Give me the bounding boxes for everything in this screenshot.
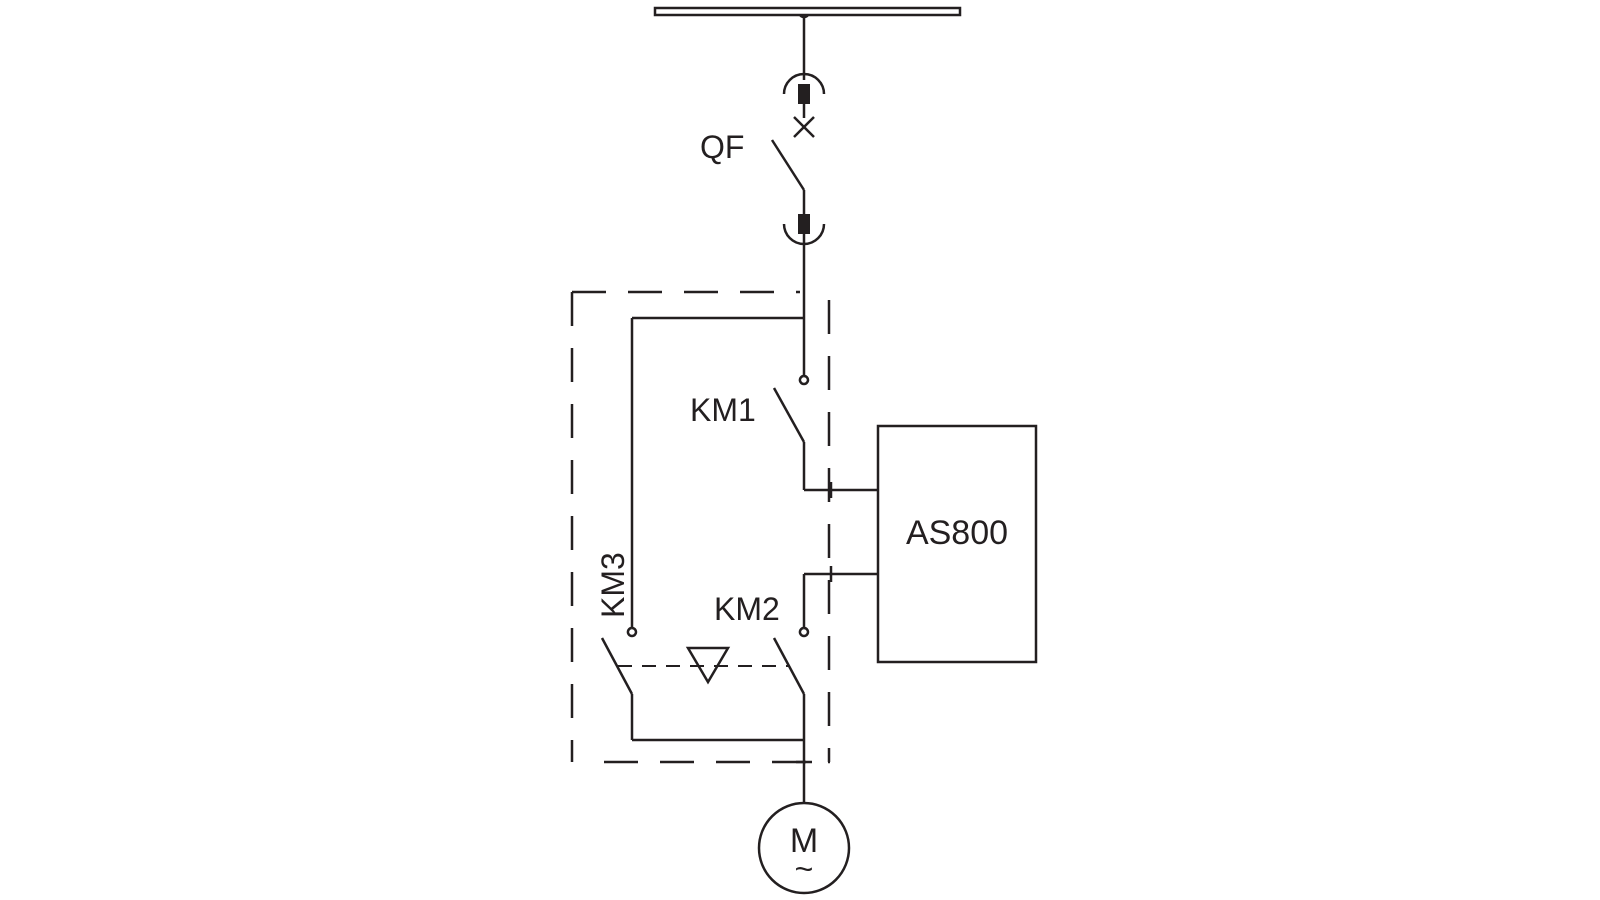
soft-starter-output — [802, 572, 878, 628]
motor-ac-symbol: ~ — [795, 851, 814, 887]
enclosure-boundary — [570, 290, 831, 764]
mechanical-interlock — [618, 646, 790, 685]
contactor-km2 — [772, 626, 810, 804]
motor-label: M — [790, 822, 818, 860]
soft-starter-label: AS800 — [906, 514, 1008, 552]
terminal-ticks — [796, 482, 833, 764]
soft-starter-box — [876, 424, 1038, 664]
km3-label: KM3 — [595, 552, 631, 618]
upper-plug-connector — [782, 72, 826, 104]
km2-label: KM2 — [714, 591, 780, 627]
busbar — [653, 6, 962, 19]
contactor-km3 — [600, 626, 804, 742]
km1-label: KM1 — [690, 392, 756, 428]
bypass-wire — [630, 316, 804, 628]
motor: M ~ — [757, 801, 851, 895]
contactor-km1 — [772, 374, 878, 492]
breaker-qf — [770, 104, 815, 218]
breaker-label: QF — [700, 129, 744, 165]
